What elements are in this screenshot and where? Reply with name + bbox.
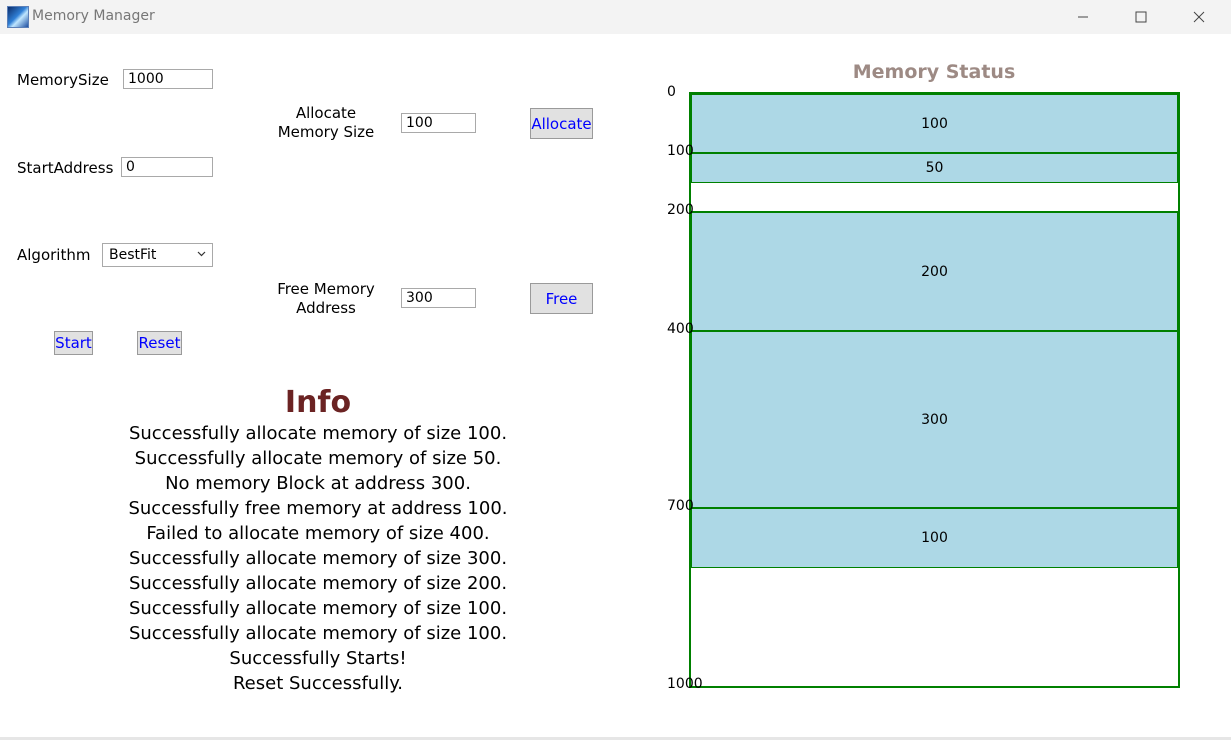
info-line: Successfully free memory at address 100.	[128, 498, 508, 519]
address-tick-label: 200	[667, 202, 694, 218]
free-button[interactable]: Free	[530, 283, 593, 314]
memory-status-title: Memory Status	[852, 61, 1016, 83]
close-button[interactable]	[1170, 0, 1228, 34]
memory-block: 50	[691, 153, 1178, 183]
address-tick-label: 0	[667, 84, 676, 100]
allocate-size-input[interactable]	[401, 113, 476, 133]
allocate-label-line1: Allocate	[295, 104, 357, 122]
info-line: No memory Block at address 300.	[165, 473, 471, 494]
start-address-input[interactable]	[121, 157, 213, 177]
app-icon	[7, 6, 29, 28]
algorithm-select[interactable]: BestFit	[102, 243, 213, 267]
memory-block: 200	[691, 212, 1178, 331]
address-tick-label: 700	[667, 498, 694, 514]
free-label-line2: Address	[296, 299, 356, 317]
address-tick-label: 100	[667, 143, 694, 159]
info-title: Info	[284, 385, 352, 420]
reset-button[interactable]: Reset	[137, 331, 182, 355]
minimize-icon	[1078, 16, 1088, 18]
memory-block: 100	[691, 508, 1178, 568]
maximize-icon	[1135, 11, 1147, 23]
start-button[interactable]: Start	[54, 331, 93, 355]
memory-block: 300	[691, 330, 1178, 509]
allocate-label-line2: Memory Size	[277, 123, 375, 141]
start-address-label: StartAddress	[17, 159, 114, 177]
title-bar: Memory Manager	[0, 0, 1231, 34]
maximize-button[interactable]	[1112, 0, 1170, 34]
block-boundary-line	[691, 152, 1178, 155]
info-line: Successfully allocate memory of size 100…	[128, 598, 508, 619]
info-line: Successfully allocate memory of size 200…	[128, 573, 508, 594]
info-line: Failed to allocate memory of size 400.	[146, 523, 490, 544]
block-boundary-line	[691, 507, 1178, 510]
memory-block: 100	[691, 94, 1178, 154]
free-address-label: Free Memory Address	[260, 280, 392, 318]
free-address-input[interactable]	[401, 288, 476, 308]
window-title: Memory Manager	[32, 8, 155, 24]
address-tick-label: 400	[667, 321, 694, 337]
allocate-button[interactable]: Allocate	[530, 108, 593, 139]
address-tick-label: 1000	[667, 676, 703, 692]
free-label-line1: Free Memory	[277, 280, 375, 298]
algorithm-value: BestFit	[109, 247, 157, 263]
block-boundary-line	[691, 211, 1178, 214]
memory-size-input[interactable]	[123, 69, 213, 89]
close-icon	[1193, 11, 1205, 23]
info-line: Successfully allocate memory of size 100…	[128, 623, 508, 644]
info-line: Successfully allocate memory of size 300…	[128, 548, 508, 569]
chevron-down-icon	[197, 251, 206, 257]
allocate-size-label: Allocate Memory Size	[260, 104, 392, 142]
info-line: Successfully allocate memory of size 100…	[128, 423, 508, 444]
info-line: Reset Successfully.	[232, 673, 403, 694]
algorithm-label: Algorithm	[17, 246, 91, 264]
memory-size-label: MemorySize	[17, 71, 109, 89]
block-boundary-line	[691, 93, 1178, 95]
info-line: Successfully allocate memory of size 50.	[134, 448, 502, 469]
minimize-button[interactable]	[1054, 0, 1112, 34]
block-boundary-line	[691, 329, 1178, 332]
info-line: Successfully Starts!	[229, 648, 407, 669]
info-log: Successfully allocate memory of size 100…	[68, 421, 568, 696]
window-bottom-edge	[0, 737, 1231, 740]
